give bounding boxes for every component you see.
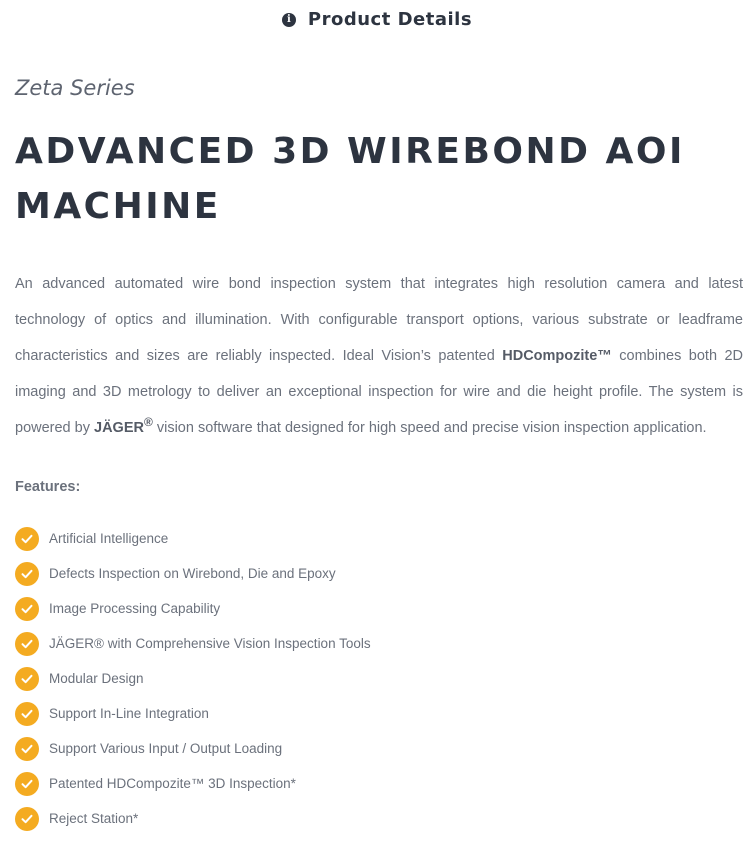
product-title-line1: ADVANCED 3D WIREBOND AOI (15, 131, 685, 172)
feature-text: Modular Design (49, 671, 144, 686)
product-description: An advanced automated wire bond inspecti… (15, 266, 743, 446)
feature-item: JÄGER® with Comprehensive Vision Inspect… (15, 626, 371, 661)
check-circle-icon (15, 526, 39, 551)
product-details-tab[interactable]: i Product Details (0, 6, 754, 32)
features-label: Features: (15, 479, 81, 495)
feature-text: Support In-Line Integration (49, 706, 209, 721)
feature-text: Image Processing Capability (49, 601, 221, 616)
features-list: Artificial Intelligence Defects Inspecti… (15, 521, 371, 836)
feature-text: Patented HDCompozite™ 3D Inspection* (49, 776, 296, 791)
description-part1: An advanced automated wire bond inspecti… (15, 276, 743, 364)
check-circle-icon (15, 806, 39, 831)
jager-brand: JÄGER (94, 420, 144, 436)
feature-item: Support In-Line Integration (15, 696, 371, 731)
feature-text: Support Various Input / Output Loading (49, 741, 283, 756)
tab-title: Product Details (307, 8, 473, 30)
feature-item: Defects Inspection on Wirebond, Die and … (15, 556, 371, 591)
feature-item: Reject Station* (15, 801, 371, 836)
feature-text: Defects Inspection on Wirebond, Die and … (49, 566, 336, 581)
hdcompozite-brand: HDCompozite™ (502, 348, 612, 364)
registered-mark: ® (143, 415, 153, 430)
check-circle-icon (15, 736, 39, 761)
feature-text: Artificial Intelligence (49, 531, 169, 546)
info-icon: i (281, 13, 296, 27)
product-title-line2: MACHINE (15, 186, 221, 227)
feature-item: Artificial Intelligence (15, 521, 371, 556)
feature-item: Modular Design (15, 661, 371, 696)
product-series: Zeta Series (15, 76, 135, 100)
product-title: ADVANCED 3D WIREBOND AOI MACHINE (15, 124, 745, 234)
check-circle-icon (15, 561, 39, 586)
check-circle-icon (15, 631, 39, 656)
feature-item: Patented HDCompozite™ 3D Inspection* (15, 766, 371, 801)
description-part2: combines both 2D imaging and 3D metrolog… (15, 348, 743, 436)
check-circle-icon (15, 596, 39, 621)
check-circle-icon (15, 666, 39, 691)
description-part3: vision software that designed for high s… (152, 420, 707, 436)
check-circle-icon (15, 701, 39, 726)
feature-item: Support Various Input / Output Loading (15, 731, 371, 766)
feature-text: Reject Station* (49, 811, 139, 826)
feature-item: Image Processing Capability (15, 591, 371, 626)
feature-text: JÄGER® with Comprehensive Vision Inspect… (49, 636, 371, 651)
check-circle-icon (15, 771, 39, 796)
